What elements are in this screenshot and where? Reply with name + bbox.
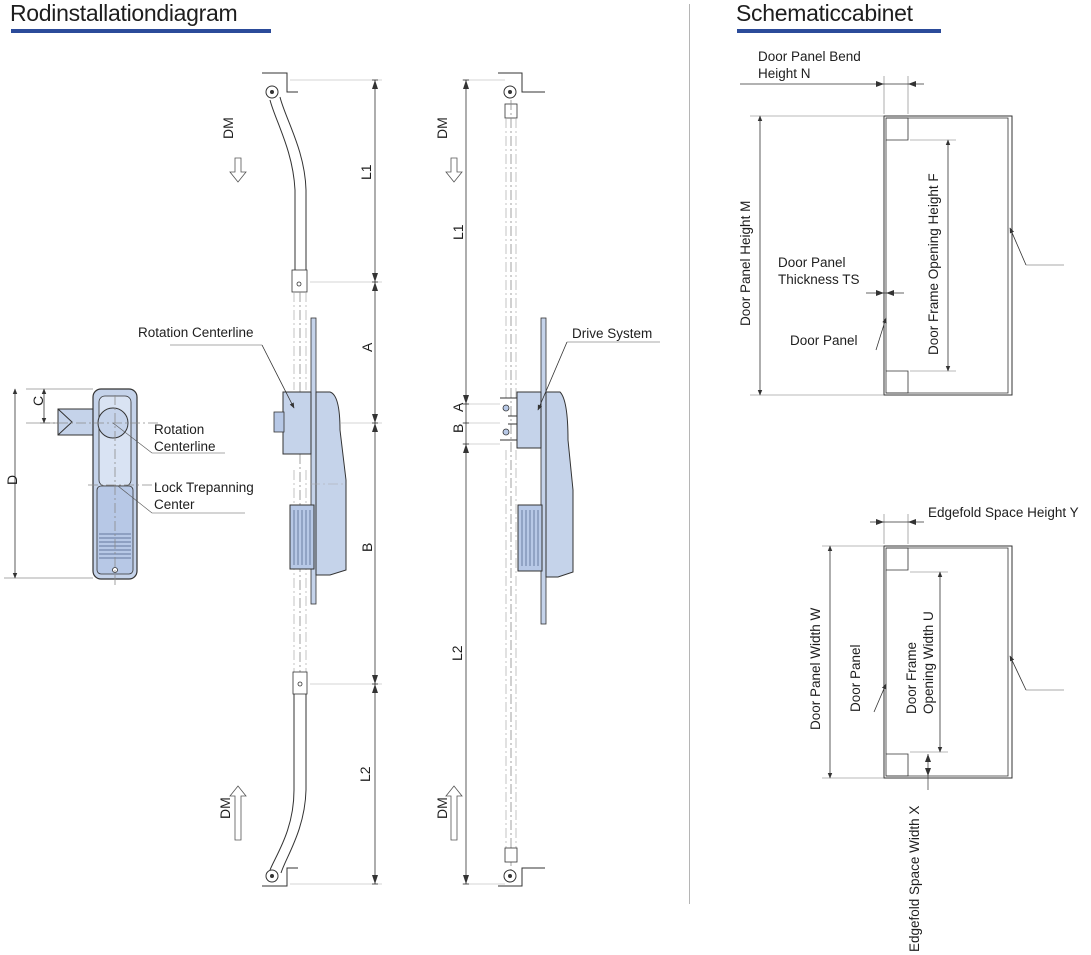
section-divider bbox=[689, 4, 690, 904]
dim-l2-a: L2 bbox=[357, 766, 373, 782]
dim-l1-b: L1 bbox=[450, 224, 466, 240]
door-frame-opening-height-label: Door Frame Opening Height F bbox=[926, 173, 941, 355]
dm-bottom-2: DM bbox=[434, 797, 450, 819]
door-panel-height-label: Door Panel Height M bbox=[738, 201, 753, 326]
door-panel-label-top: Door Panel bbox=[790, 333, 858, 348]
rod-installation-title: Rodinstallationdiagram bbox=[10, 0, 238, 26]
dim-b-a: B bbox=[359, 543, 375, 552]
rod-assembly-bent bbox=[170, 72, 382, 887]
dim-l2-b: L2 bbox=[449, 645, 465, 661]
edgefold-space-width-label: Edgefold Space Width X bbox=[907, 806, 922, 952]
dm-top-1: DM bbox=[220, 117, 236, 139]
dim-b-b: B bbox=[450, 424, 466, 433]
dim-a-b: A bbox=[450, 402, 466, 412]
dim-a-a: A bbox=[359, 342, 375, 352]
cabinet-bottom-schematic bbox=[822, 514, 1064, 790]
door-panel-thickness-label-1: Door Panel bbox=[778, 255, 846, 270]
schematic-cabinet-title: Schematiccabinet bbox=[736, 0, 913, 26]
door-panel-width-label: Door Panel Width W bbox=[808, 607, 823, 730]
cabinet-title-underline bbox=[737, 29, 941, 33]
rotation-centerline-label-1: Rotation bbox=[154, 422, 204, 437]
door-panel-thickness-label-2: Thickness TS bbox=[778, 272, 860, 287]
rod-title-underline bbox=[11, 29, 271, 33]
door-panel-bend-label-1: Door Panel Bend bbox=[758, 49, 861, 64]
door-panel-bend-label-2: Height N bbox=[758, 66, 811, 81]
drive-system-label: Drive System bbox=[572, 326, 652, 341]
door-frame-opening-width-label-1: Door Frame bbox=[904, 642, 919, 714]
dm-top-2: DM bbox=[434, 117, 450, 139]
rotation-centerline-label-2: Centerline bbox=[154, 439, 216, 454]
rod-assembly-straight bbox=[445, 72, 660, 887]
lock-trepanning-label-2: Center bbox=[154, 497, 195, 512]
dim-d: D bbox=[4, 475, 20, 485]
rotation-centerline-top-label: Rotation Centerline bbox=[138, 325, 254, 340]
lock-trepanning-label-1: Lock Trepanning bbox=[154, 480, 254, 495]
edgefold-space-height-label: Edgefold Space Height Y bbox=[928, 505, 1079, 520]
dim-l1-a: L1 bbox=[358, 164, 374, 180]
dim-c: C bbox=[30, 396, 46, 406]
dm-bottom-1: DM bbox=[217, 797, 233, 819]
door-panel-label-bottom: Door Panel bbox=[848, 644, 863, 712]
cabinet-top-schematic bbox=[740, 76, 1064, 396]
lock-front-view bbox=[4, 388, 245, 585]
door-frame-opening-width-label-2: Opening Width U bbox=[921, 611, 936, 714]
